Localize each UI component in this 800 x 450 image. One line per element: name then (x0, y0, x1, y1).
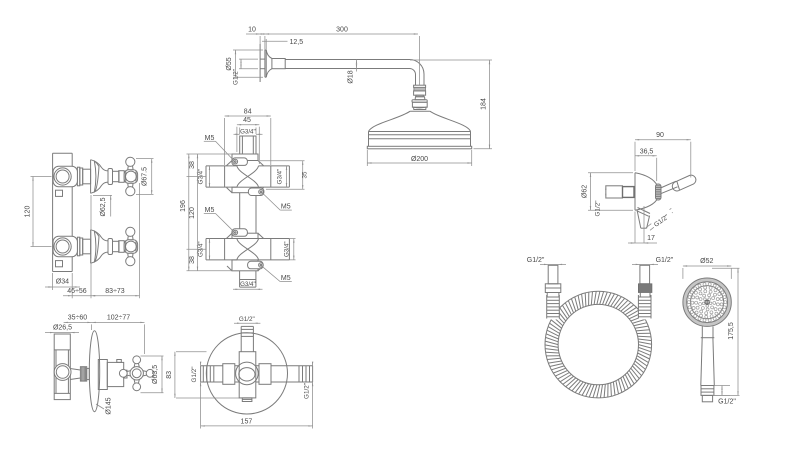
svg-text:10: 10 (248, 27, 256, 34)
svg-text:G1/2": G1/2" (656, 257, 674, 264)
svg-text:Ø52: Ø52 (700, 258, 713, 265)
svg-text:Ø63,5: Ø63,5 (152, 365, 159, 384)
svg-text:G1/2": G1/2" (595, 201, 602, 217)
svg-text:Ø62,5: Ø62,5 (100, 197, 107, 216)
svg-text:G1/2": G1/2" (191, 367, 198, 383)
svg-text:G3/4": G3/4" (277, 169, 284, 185)
svg-text:G1/2": G1/2" (233, 69, 240, 85)
svg-text:Ø26,5: Ø26,5 (53, 325, 72, 332)
svg-text:G1/2": G1/2" (718, 399, 736, 406)
svg-text:M5: M5 (205, 135, 215, 142)
svg-text:46÷56: 46÷56 (67, 288, 87, 295)
svg-text:Ø67.5: Ø67.5 (142, 167, 149, 186)
svg-text:83÷73: 83÷73 (105, 288, 125, 295)
svg-text:G3/4": G3/4" (284, 241, 291, 257)
svg-text:90: 90 (656, 132, 664, 139)
svg-text:83: 83 (166, 371, 173, 379)
svg-text:196: 196 (180, 200, 187, 212)
svg-text:35: 35 (302, 171, 309, 178)
svg-text:12,5: 12,5 (290, 39, 304, 46)
svg-text:38: 38 (189, 256, 196, 264)
svg-text:Ø34: Ø34 (56, 279, 69, 286)
svg-text:157: 157 (241, 418, 253, 425)
svg-text:M5: M5 (281, 204, 291, 211)
svg-text:G1/2": G1/2" (527, 257, 545, 264)
svg-text:Ø18: Ø18 (348, 70, 355, 83)
svg-text:Ø145: Ø145 (106, 397, 113, 414)
svg-text:102÷77: 102÷77 (107, 314, 130, 321)
svg-text:38: 38 (189, 161, 196, 169)
svg-text:175,5: 175,5 (728, 322, 735, 340)
svg-text:M5: M5 (205, 207, 215, 214)
svg-text:36,5: 36,5 (640, 148, 654, 155)
svg-text:35÷60: 35÷60 (68, 314, 88, 321)
svg-text:17: 17 (647, 235, 655, 242)
svg-text:45: 45 (243, 117, 251, 124)
svg-text:300: 300 (336, 27, 348, 34)
svg-text:G1/2": G1/2" (304, 383, 311, 399)
svg-text:184: 184 (481, 98, 488, 110)
svg-text:Ø200: Ø200 (411, 156, 428, 163)
svg-text:84: 84 (244, 109, 252, 116)
svg-text:120: 120 (25, 206, 32, 218)
svg-text:G1/2": G1/2" (239, 316, 255, 323)
svg-text:120: 120 (189, 207, 196, 219)
svg-text:M5: M5 (281, 275, 291, 282)
svg-text:Ø62: Ø62 (582, 185, 589, 198)
svg-text:Ø55: Ø55 (226, 57, 233, 70)
svg-text:G3/4": G3/4" (240, 281, 256, 288)
svg-text:G3/4": G3/4" (240, 129, 256, 136)
